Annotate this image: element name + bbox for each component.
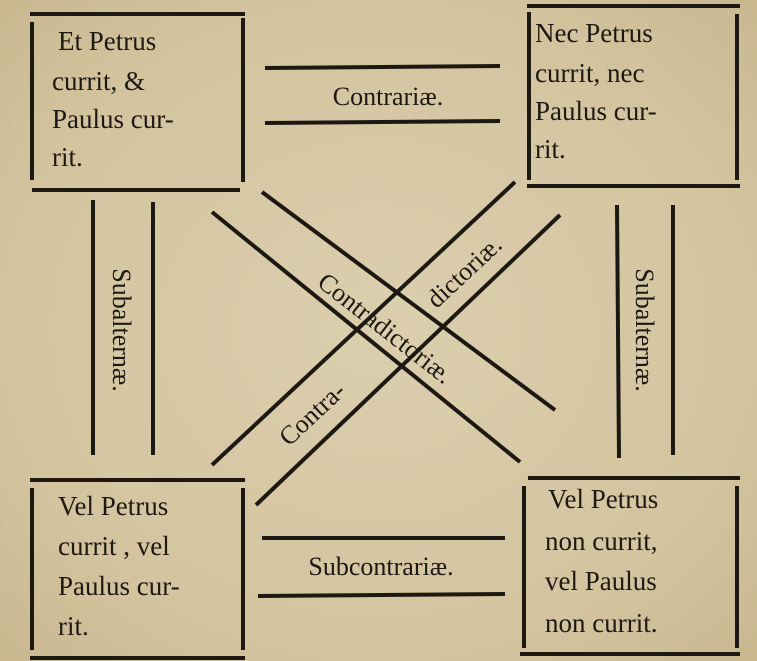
relation-contradictoriae-main: Contradictoriæ.	[210, 190, 557, 464]
box-bottom-left-line-3: Paulus cur-	[58, 571, 180, 601]
label-subcontrariae: Subcontrariæ.	[308, 552, 453, 581]
label-subalternae-right: Subalternæ.	[630, 268, 659, 392]
box-top-right: Nec Petrus currit, nec Paulus cur- rit.	[527, 4, 740, 188]
box-bottom-right: Vel Petrus non currit, vel Paulus non cu…	[520, 476, 740, 656]
relation-subalternae-left: Subalternæ.	[91, 200, 155, 455]
box-top-left-line-3: Paulus cur-	[52, 104, 174, 134]
box-top-right-line-1: Nec Petrus	[535, 18, 653, 48]
label-contrariae: Contrariæ.	[333, 82, 444, 111]
relation-subalternae-right: Subalternæ.	[615, 204, 675, 459]
box-top-left: Et Petrus currit, & Paulus cur- rit.	[30, 12, 245, 192]
box-top-left-line-1: Et Petrus	[58, 26, 156, 56]
box-bottom-right-line-2: non currit,	[545, 526, 657, 556]
box-bottom-right-line-1: Vel Petrus	[548, 484, 658, 514]
box-top-right-line-2: currit, nec	[535, 58, 644, 88]
box-bottom-left-line-4: rit.	[58, 611, 89, 641]
box-top-left-line-2: currit, &	[52, 66, 145, 96]
box-top-left-line-4: rit.	[52, 142, 83, 172]
relation-contrariae: Contrariæ.	[264, 64, 501, 125]
box-bottom-left-line-2: currit , vel	[58, 531, 170, 561]
box-top-right-line-3: Paulus cur-	[535, 96, 657, 126]
box-bottom-left: Vel Petrus currit , vel Paulus cur- rit.	[30, 478, 245, 660]
box-bottom-left-line-1: Vel Petrus	[58, 491, 168, 521]
label-subalternae-left: Subalternæ.	[107, 268, 136, 392]
box-bottom-right-line-3: vel Paulus	[545, 566, 657, 596]
label-dictoriae: dictoriæ.	[421, 230, 508, 314]
relation-subcontrariae: Subcontrariæ.	[257, 536, 506, 598]
label-contra: Contra-	[273, 376, 351, 451]
box-bottom-right-line-4: non currit.	[545, 608, 657, 638]
box-top-right-line-4: rit.	[535, 134, 566, 164]
